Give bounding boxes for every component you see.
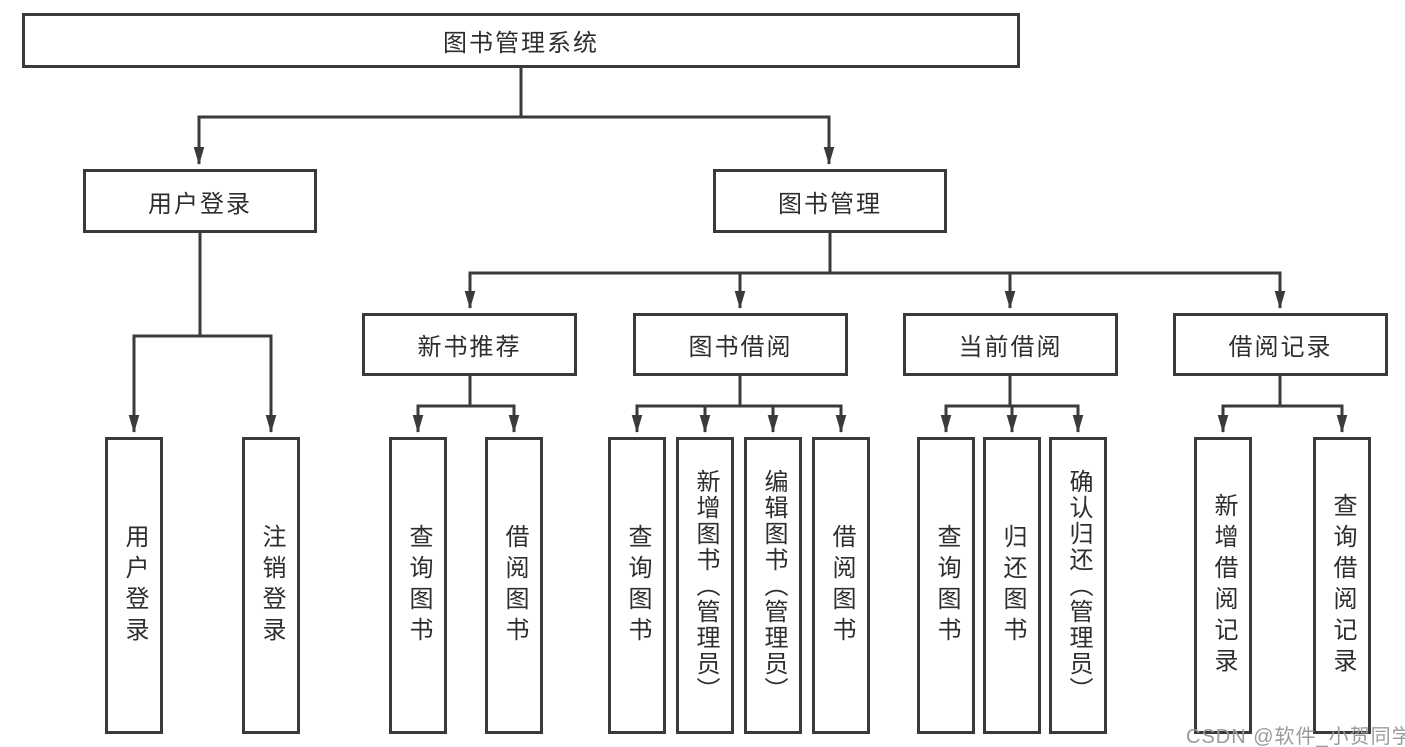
leaf-borrow-add-books-admin-label: 新增图书（管理员） [692, 468, 719, 703]
leaf-current-query-books: 查询图书 [917, 437, 975, 734]
leaf-record-add-label: 新增借阅记录 [1210, 492, 1237, 679]
node-current-borrowing: 当前借阅 [903, 313, 1118, 376]
leaf-current-return-books: 归还图书 [983, 437, 1041, 734]
leaf-user-login-label: 用户登录 [121, 523, 148, 648]
leaf-record-query: 查询借阅记录 [1313, 437, 1371, 734]
node-borrowing-records: 借阅记录 [1173, 313, 1388, 376]
leaf-current-return-books-label: 归还图书 [999, 523, 1026, 648]
leaf-logout-label: 注销登录 [258, 523, 285, 648]
leaf-borrow-query-books: 查询图书 [608, 437, 666, 734]
leaf-rec-query-books-label: 查询图书 [405, 523, 432, 648]
leaf-record-add: 新增借阅记录 [1194, 437, 1252, 734]
leaf-rec-query-books: 查询图书 [389, 437, 447, 734]
leaf-current-query-books-label: 查询图书 [933, 523, 960, 648]
leaf-logout: 注销登录 [242, 437, 300, 734]
node-book-borrowing: 图书借阅 [633, 313, 848, 376]
leaf-borrow-borrow-books: 借阅图书 [812, 437, 870, 734]
node-user-login: 用户登录 [83, 169, 317, 233]
node-book-management: 图书管理 [713, 169, 947, 233]
leaf-borrow-query-books-label: 查询图书 [624, 523, 651, 648]
leaf-rec-borrow-books: 借阅图书 [485, 437, 543, 734]
csdn-watermark: CSDN @软件_小贺同学 [1186, 726, 1405, 747]
node-new-book-recommend: 新书推荐 [362, 313, 577, 376]
leaf-borrow-borrow-books-label: 借阅图书 [828, 523, 855, 648]
leaf-current-confirm-return-admin-label: 确认归还（管理员） [1065, 468, 1092, 703]
leaf-borrow-edit-books-admin-label: 编辑图书（管理员） [760, 468, 787, 703]
leaf-record-query-label: 查询借阅记录 [1329, 492, 1356, 679]
leaf-borrow-add-books-admin: 新增图书（管理员） [676, 437, 734, 734]
leaf-borrow-edit-books-admin: 编辑图书（管理员） [744, 437, 802, 734]
node-system-root: 图书管理系统 [22, 13, 1020, 68]
leaf-rec-borrow-books-label: 借阅图书 [501, 523, 528, 648]
leaf-current-confirm-return-admin: 确认归还（管理员） [1049, 437, 1107, 734]
leaf-user-login: 用户登录 [105, 437, 163, 734]
